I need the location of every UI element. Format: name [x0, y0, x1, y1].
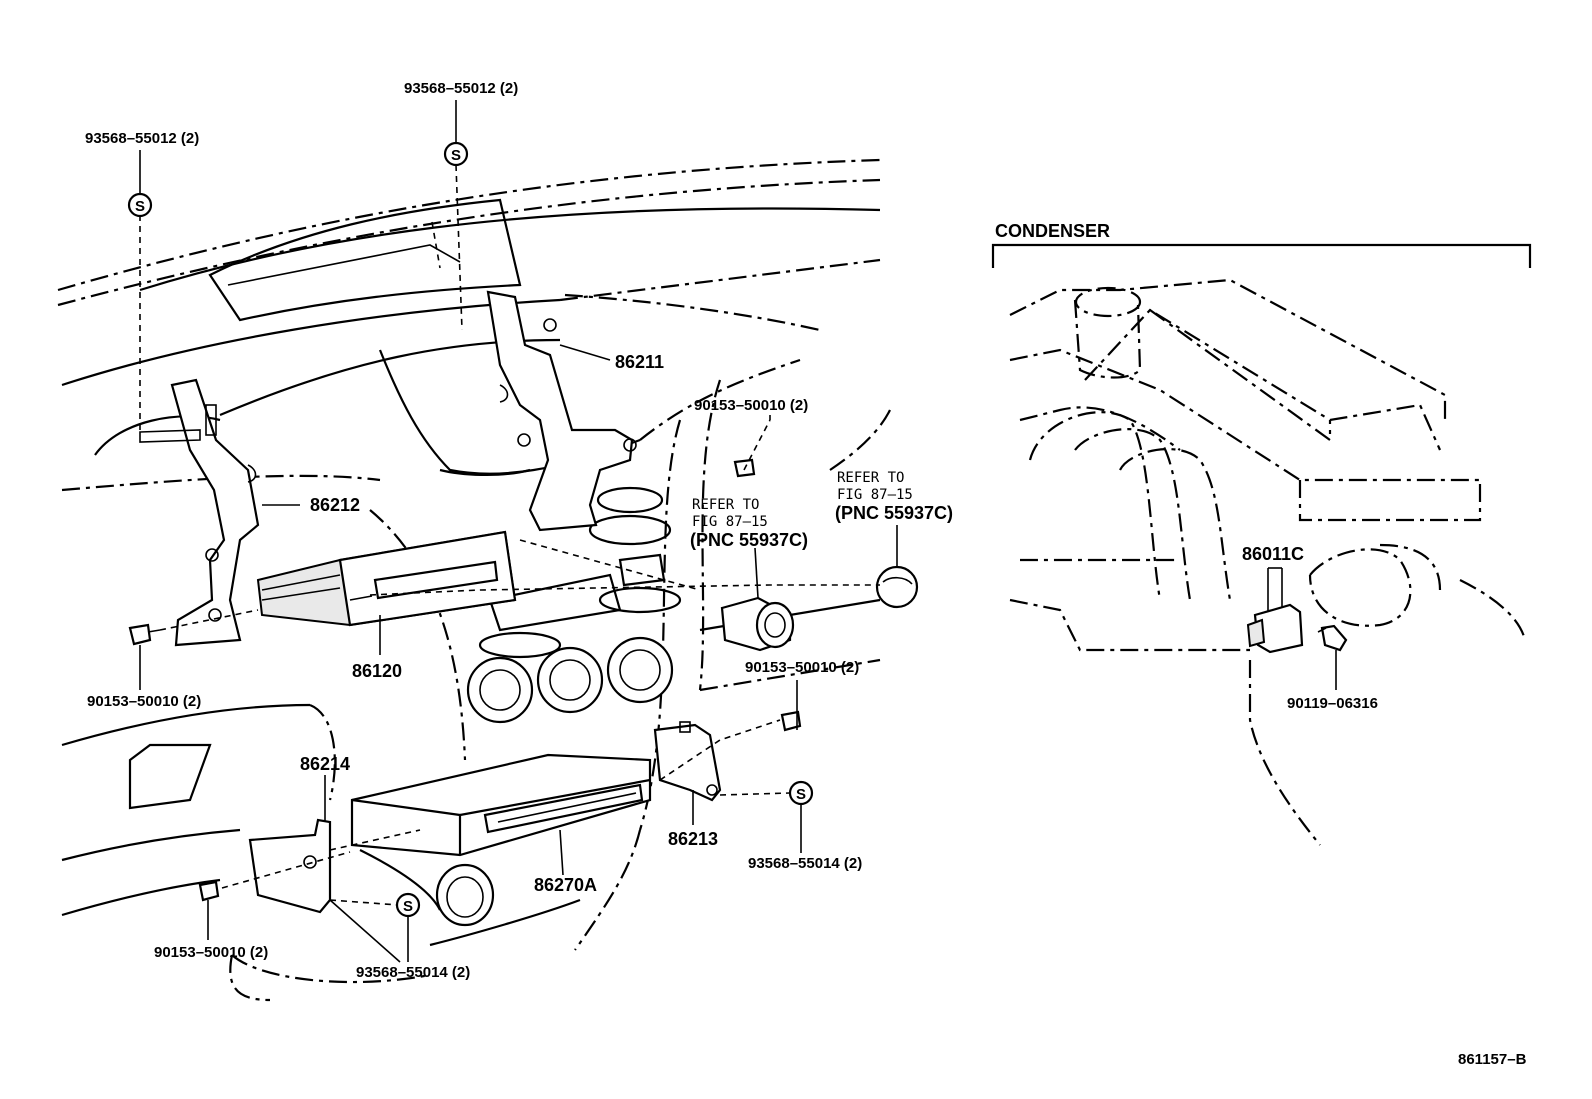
refer-b-line1: REFER TO [837, 470, 904, 486]
screw-s-bottom-right: S [788, 780, 814, 806]
label-bracket-86212: 86212 [310, 495, 360, 515]
label-screw-top-center: 93568–55012 (2) [404, 80, 518, 97]
bracket-86211 [486, 290, 637, 532]
refer-a-line2: FIG 87–15 [692, 514, 768, 530]
refer-a-line1: REFER TO [692, 497, 759, 513]
condenser-title: CONDENSER [995, 221, 1110, 241]
diagram-code: 861157–B [1458, 1051, 1527, 1068]
s-symbol-text: S [796, 786, 806, 803]
bracket-86213 [653, 721, 722, 802]
label-changer-86270a: 86270A [534, 875, 597, 895]
refer-b-line2: FIG 87–15 [837, 487, 913, 503]
label-bolt-right-upper: 90153–50010 (2) [694, 397, 808, 414]
label-bolt-bottom-left: 90153–50010 (2) [154, 944, 268, 961]
refer-b-line3: (PNC 55937C) [835, 503, 953, 523]
switch-knob-55937c [720, 596, 795, 652]
label-bolt-right-middle: 90153–50010 (2) [745, 659, 859, 676]
switch-knob-55937c-standalone [875, 565, 919, 609]
radio-86120 [256, 530, 517, 627]
bolt-right-middle [780, 710, 802, 732]
label-bracket-86211: 86211 [615, 352, 664, 372]
dashboard-outline [57, 158, 891, 1002]
label-bracket-86213: 86213 [668, 829, 718, 849]
labels: 93568–55012 (2) 93568–55012 (2) 86211 86… [85, 80, 1527, 1068]
label-screw-bottom-center: 93568–55014 (2) [356, 964, 470, 981]
label-bolt-relay: 90119–06316 [1287, 695, 1378, 712]
bolt-bottom-left [198, 880, 220, 902]
s-symbol-text: S [403, 898, 413, 915]
label-radio-86120: 86120 [352, 661, 402, 681]
fastener-lines [139, 164, 880, 906]
label-screw-top-left: 93568–55012 (2) [85, 130, 199, 147]
screw-s-bottom-center: S [395, 892, 421, 918]
label-bracket-86214: 86214 [300, 754, 350, 774]
screw-s-top-left: S [127, 192, 153, 218]
leader-lines [139, 100, 898, 963]
label-relay-86011c: 86011C [1242, 544, 1304, 564]
changer-86270a [350, 753, 652, 857]
label-screw-bottom-right: 93568–55014 (2) [748, 855, 862, 872]
refer-a-line3: (PNC 55937C) [690, 530, 808, 550]
bolt-left-upper [128, 623, 161, 646]
condenser-section [991, 243, 1532, 846]
label-bolt-left-upper: 90153–50010 (2) [87, 693, 201, 710]
s-symbol-text: S [135, 198, 145, 215]
bracket-86212 [139, 378, 260, 647]
screw-s-top-center: S [443, 141, 469, 167]
s-symbol-text: S [451, 147, 461, 164]
bracket-86214 [248, 818, 332, 914]
